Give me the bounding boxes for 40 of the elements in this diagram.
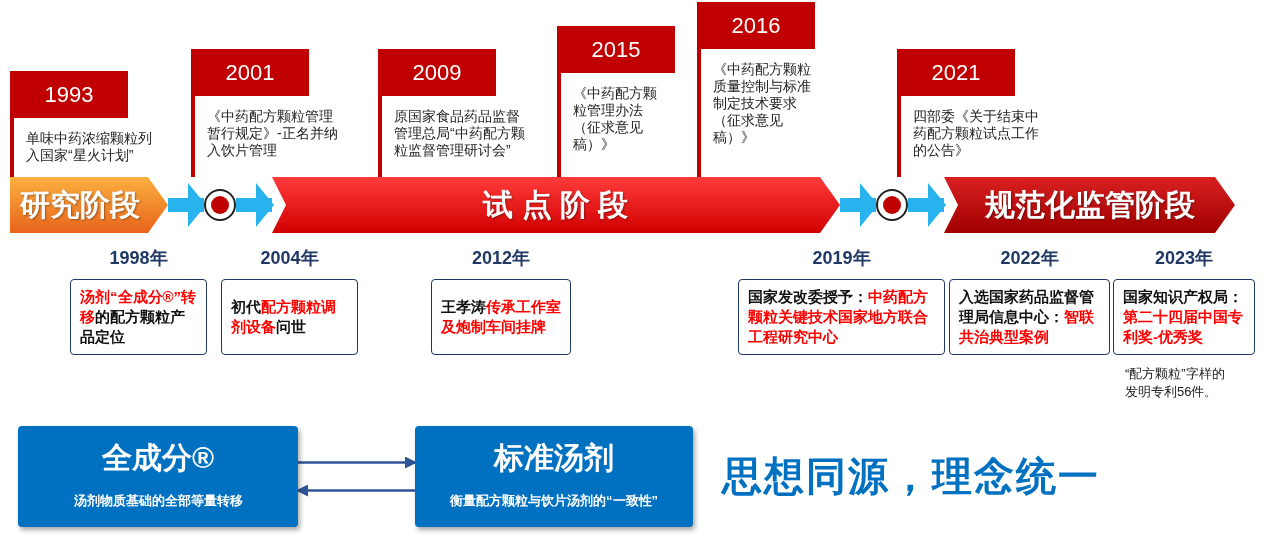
slogan-text: 思想同源，理念统一 bbox=[722, 453, 1100, 500]
event-card: 初代配方颗粒调剂设备问世 bbox=[221, 279, 358, 355]
arrow bbox=[298, 456, 417, 469]
year-label: 2019年 bbox=[811, 247, 872, 270]
circle-marker bbox=[204, 189, 236, 221]
chevron-arrow bbox=[840, 183, 878, 227]
year-label: 2012年 bbox=[470, 247, 531, 270]
event-text: 《中药配方颗粒质量控制与标准制定技术要求（征求意见稿）》 bbox=[713, 61, 812, 146]
concept-card bbox=[415, 426, 693, 527]
phase-arrow-band bbox=[10, 177, 168, 233]
note-text: “配方颗粒”字样的发明专利56件。 bbox=[1125, 365, 1226, 401]
card-title: 标准汤剂 bbox=[492, 440, 615, 476]
phase-label: 规范化监管阶段 bbox=[984, 187, 1195, 223]
event-card: 入选国家药品监督管理局信息中心：智联共治典型案例 bbox=[949, 279, 1110, 355]
event-text: 《中药配方颗粒管理暂行规定》-正名并纳入饮片管理 bbox=[207, 108, 339, 159]
card-title: 全成分® bbox=[100, 440, 216, 476]
phase-label: 研究阶段 bbox=[20, 187, 140, 223]
phase-arrow-band bbox=[944, 177, 1235, 233]
card-subtitle: 汤剂物质基础的全部等量转移 bbox=[72, 492, 244, 510]
event-text: 《中药配方颗粒管理办法（征求意见稿）》 bbox=[573, 85, 658, 153]
phase-arrow-band bbox=[272, 177, 840, 233]
chevron-arrow bbox=[236, 183, 274, 227]
concept-card bbox=[18, 426, 298, 527]
event-card: 王孝涛传承工作室及炮制车间挂牌 bbox=[431, 279, 571, 355]
event-card: 汤剂“全成分®”转移的配方颗粒产品定位 bbox=[70, 279, 207, 355]
event-card: 国家发改委授予：中药配方颗粒关键技术国家地方联合工程研究中心 bbox=[738, 279, 945, 355]
year-label: 2022年 bbox=[999, 247, 1060, 270]
year-label: 2004年 bbox=[259, 247, 320, 270]
chevron-arrow bbox=[908, 183, 946, 227]
chevron-arrow bbox=[168, 183, 206, 227]
arrow bbox=[296, 484, 415, 497]
event-text: 单味中药浓缩颗粒列入国家“星火计划” bbox=[26, 130, 153, 164]
card-subtitle: 衡量配方颗粒与饮片汤剂的“一致性” bbox=[449, 492, 659, 510]
year-label: 2023年 bbox=[1153, 247, 1214, 270]
circle-marker bbox=[876, 189, 908, 221]
event-card: 国家知识产权局：第二十四届中国专利奖-优秀奖 bbox=[1113, 279, 1255, 355]
phase-label: 试 点 阶 段 bbox=[483, 187, 629, 223]
event-text: 原国家食品药品监督管理总局“中药配方颗粒监督管理研讨会” bbox=[394, 108, 526, 159]
event-text: 四部委《关于结束中药配方颗粒试点工作的公告》 bbox=[913, 108, 1040, 159]
year-label: 1998年 bbox=[108, 247, 169, 270]
